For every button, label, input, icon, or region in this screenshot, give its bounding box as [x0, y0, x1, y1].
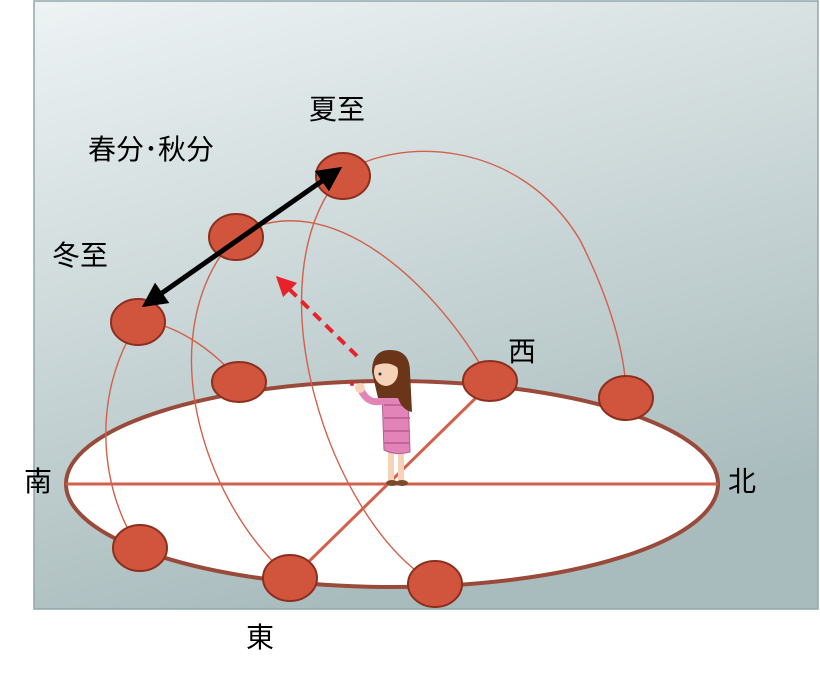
- sun-equinox-set: [462, 360, 518, 402]
- label-equinox: 春分･秋分: [88, 133, 215, 166]
- label-south: 南: [24, 465, 53, 498]
- winter-path: [105, 321, 241, 549]
- label-north: 北: [728, 465, 757, 498]
- sun-summer-set: [598, 375, 654, 421]
- summer-path: [300, 150, 627, 583]
- person-icon: [350, 350, 412, 486]
- sun-winter-rise: [112, 524, 168, 572]
- sun-equinox-rise: [262, 554, 318, 602]
- sun-winter-set: [211, 361, 267, 403]
- sun-summer-noon: [315, 152, 371, 200]
- label-winter-solstice: 冬至: [52, 239, 109, 272]
- sun-summer-rise: [407, 560, 463, 608]
- label-east: 東: [246, 621, 275, 654]
- dashed-arrow-icon: [275, 275, 359, 358]
- label-summer-solstice: 夏至: [309, 93, 366, 126]
- sun-winter-noon: [110, 298, 166, 346]
- label-west: 西: [508, 335, 537, 368]
- double-headed-arrow-icon: [141, 166, 343, 308]
